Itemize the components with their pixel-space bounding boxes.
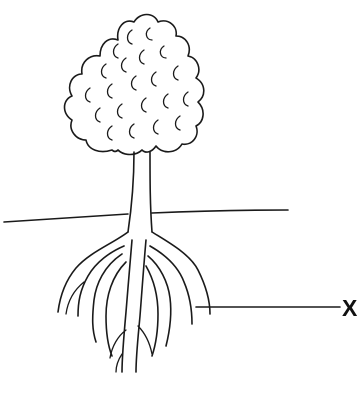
label-x: X xyxy=(342,295,358,321)
roots xyxy=(58,232,210,372)
trunk-left-edge xyxy=(128,152,134,232)
trunk-right-edge xyxy=(150,152,152,232)
crown-texture xyxy=(86,28,189,140)
ground-line xyxy=(4,210,288,222)
tree-crown-outline xyxy=(65,15,204,155)
